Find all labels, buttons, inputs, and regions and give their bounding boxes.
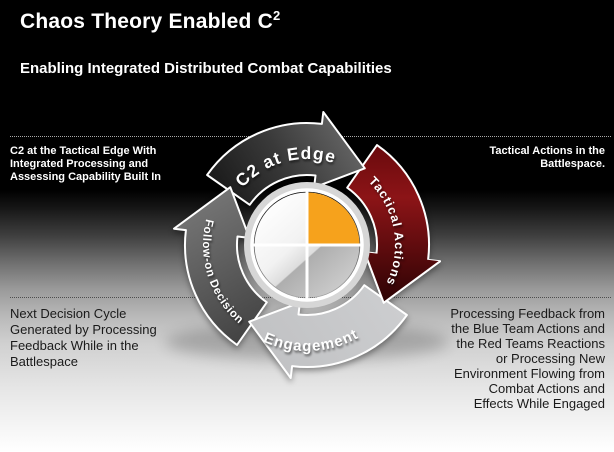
arrow-follow-on-decision <box>173 186 268 346</box>
arrow-tactical-actions-head <box>364 252 440 303</box>
dotted-divider-bottom <box>10 297 611 298</box>
arrow-tactical-actions-head-outline <box>363 251 441 304</box>
arrow-c2-at-edge <box>206 111 366 206</box>
annotation-top-right: Tactical Actions in the Battlespace. <box>489 145 605 170</box>
annotation-top-left: C2 at the Tactical Edge With Integrated … <box>10 145 161 183</box>
slide-title-superscript: 2 <box>272 8 281 23</box>
orange-quadrant <box>307 192 360 245</box>
annotation-bottom-left: Next Decision Cycle Generated by Process… <box>10 306 157 369</box>
slide-title-text: Chaos Theory Enabled C <box>20 10 273 33</box>
annotation-bottom-right: Processing Feedback from the Blue Team A… <box>450 306 605 411</box>
center-circle <box>244 182 370 308</box>
slide-title: Chaos Theory Enabled C2 <box>20 8 280 34</box>
slide-subtitle: Enabling Integrated Distributed Combat C… <box>20 60 392 77</box>
cycle-diagram: C2 at Edge Tactical Actions Engagement F… <box>165 111 449 379</box>
ring-gap <box>250 188 364 302</box>
arrow-engagement <box>248 284 408 379</box>
outer-ring <box>244 182 370 308</box>
